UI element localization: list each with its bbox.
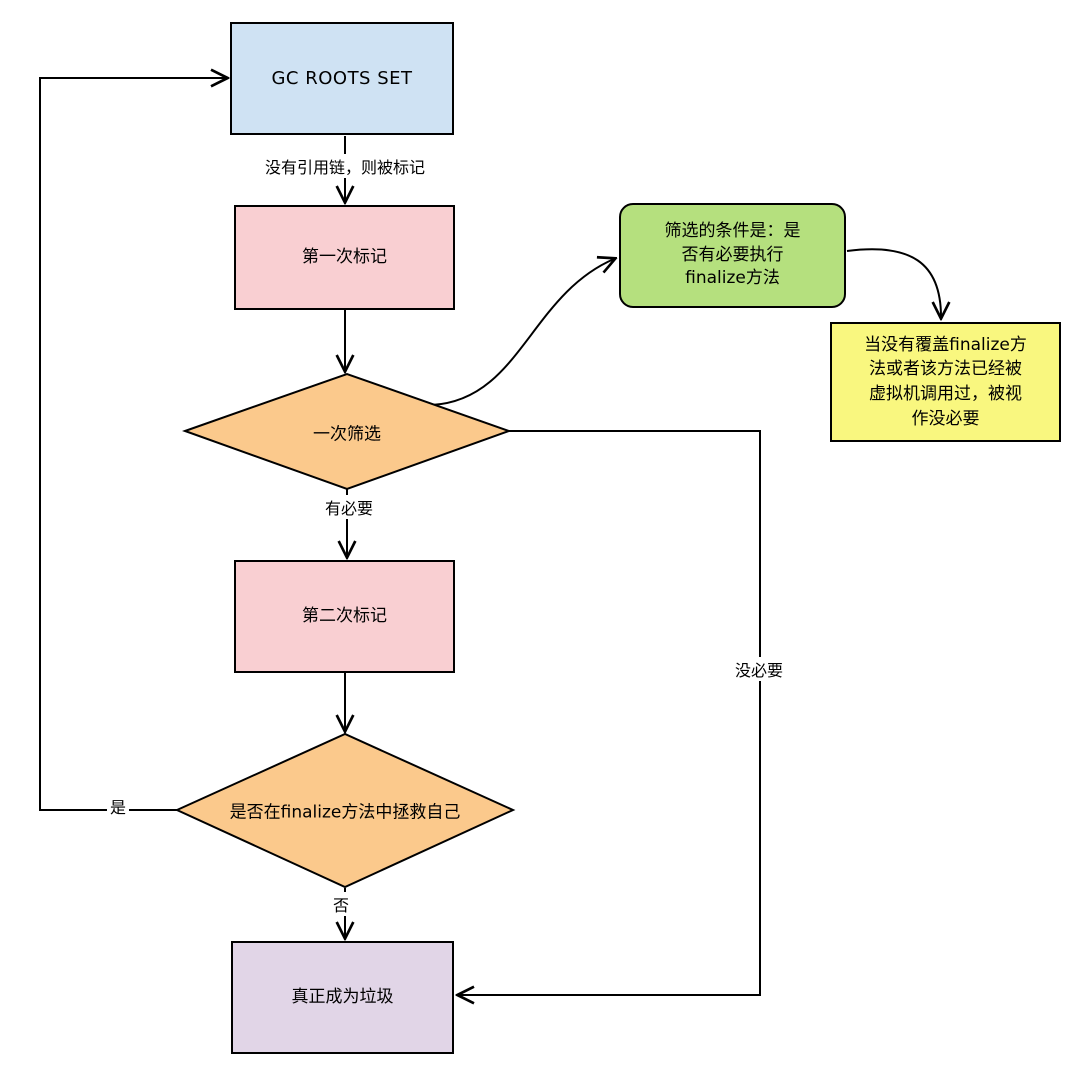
edge-condition-to-note	[846, 248, 941, 317]
edge-label-necessary: 有必要	[321, 495, 377, 519]
decision-self-save-label: 是否在finalize方法中拯救自己	[229, 802, 461, 823]
node-filter-condition: 筛选的条件是：是 否有必要执行 finalize方法	[619, 203, 846, 308]
edge-label-not-necessary: 没必要	[731, 657, 787, 681]
edge-label-yes: 是	[106, 794, 130, 818]
edge-label-no: 否	[329, 892, 353, 916]
node-no-need-note: 当没有覆盖finalize方 法或者该方法已经被 虚拟机调用过，被视 作没必要	[830, 322, 1061, 442]
edge-firstfilter-to-condition	[431, 259, 614, 406]
edge-firstfilter-noneed-to-garbage	[459, 430, 761, 995]
node-gc-roots-set: GC ROOTS SET	[230, 22, 454, 135]
decision-first-filter-label: 一次筛选	[313, 424, 381, 445]
node-second-mark: 第二次标记	[234, 560, 455, 673]
edge-selfsave-yes-loop	[39, 78, 226, 811]
node-garbage: 真正成为垃圾	[231, 941, 454, 1054]
edge-label-marked: 没有引用链，则被标记	[261, 154, 429, 178]
decision-first-filter	[182, 372, 512, 491]
decision-self-save	[174, 732, 516, 889]
node-first-mark: 第一次标记	[234, 205, 455, 310]
